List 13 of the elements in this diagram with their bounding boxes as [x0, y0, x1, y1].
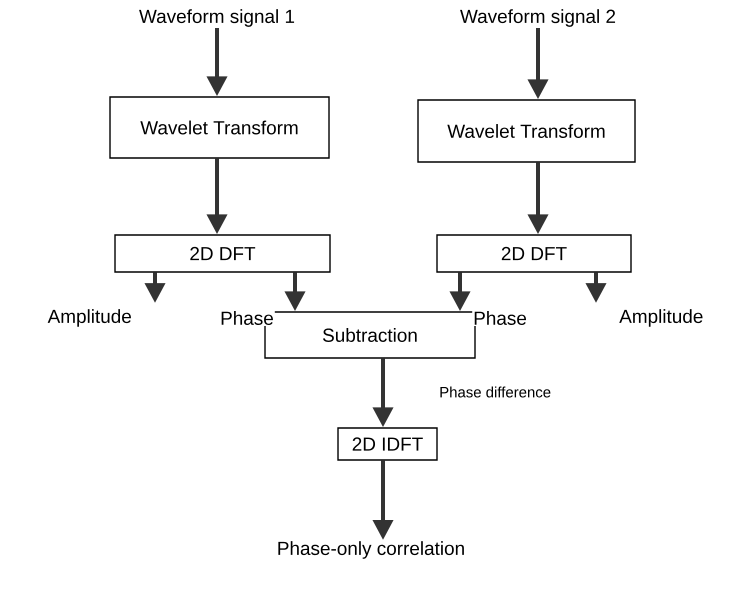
process-box: Wavelet Transform [417, 99, 636, 163]
process-box: 2D DFT [114, 234, 331, 273]
edge-label: Amplitude [618, 308, 704, 328]
edge-label: Phase [472, 310, 528, 326]
edge-label: Phase [219, 310, 275, 326]
process-box: 2D IDFT [337, 427, 438, 461]
signal-label: Waveform signal 2 [460, 9, 616, 27]
signal-label: Waveform signal 1 [139, 9, 294, 27]
process-box: Wavelet Transform [109, 96, 330, 159]
edge-label: Amplitude [46, 308, 133, 328]
edge-label: Phase difference [438, 386, 552, 398]
process-box: 2D DFT [436, 234, 632, 273]
signal-label: Phase-only correlation [278, 541, 464, 559]
